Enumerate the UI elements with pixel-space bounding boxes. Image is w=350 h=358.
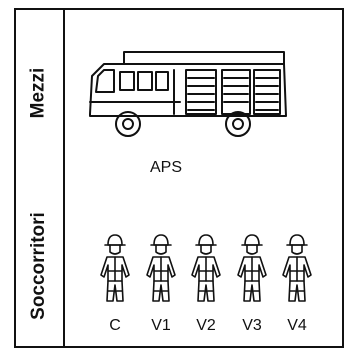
column-divider: [63, 8, 65, 348]
firefighter-icon: [237, 234, 267, 302]
diagram-frame: Mezzi Soccorritori: [14, 8, 344, 348]
firefighter-icon: [191, 234, 221, 302]
section-label-soccorritori: Soccorritori: [14, 186, 63, 346]
outer-border: [14, 8, 344, 348]
firefighter-icon: [100, 234, 130, 302]
firefighter-icon: [282, 234, 312, 302]
section-label-soccorritori-text: Soccorritori: [27, 212, 49, 320]
rescuer-label-v4: V4: [287, 317, 307, 334]
vehicle-name-label: APS: [150, 159, 183, 176]
fire-truck-icon: [89, 51, 287, 137]
section-label-mezzi: Mezzi: [14, 18, 63, 168]
section-label-mezzi-text: Mezzi: [27, 67, 49, 119]
rescuer-label-v1: V1: [151, 317, 171, 334]
rescuer-label-v2: V2: [196, 317, 216, 334]
firefighter-icon: [146, 234, 176, 302]
rescuer-label-v3: V3: [242, 317, 262, 334]
rescuer-label-c: C: [109, 317, 121, 334]
